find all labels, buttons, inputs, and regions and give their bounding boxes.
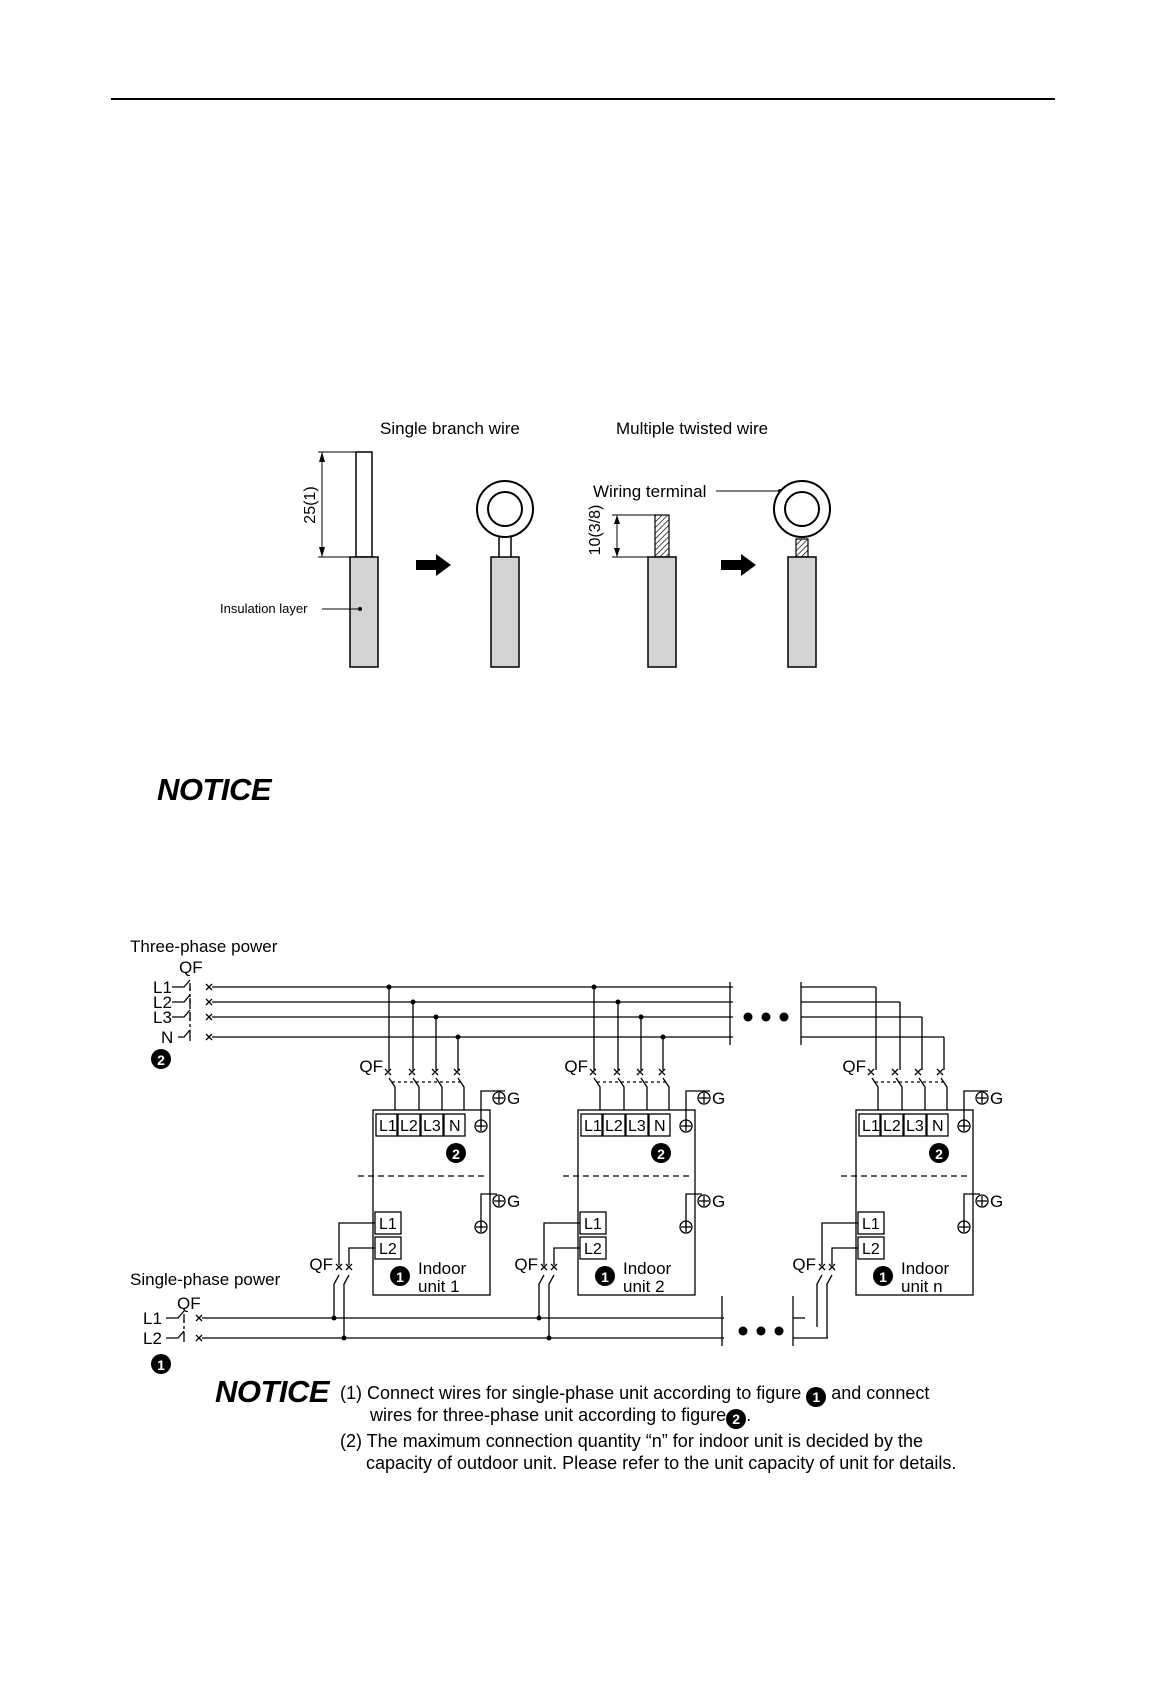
line-label-l3: L3 — [153, 1008, 172, 1027]
ellipsis-dots — [743, 1012, 789, 1022]
unit-2-label: unit 2 — [623, 1277, 665, 1296]
terminal-l3: L3 — [906, 1118, 924, 1135]
insulation-single — [349, 556, 379, 668]
note-2-line-1: (2) The maximum connection quantity “n” … — [340, 1431, 923, 1451]
single-phase-power-label: Single-phase power — [130, 1270, 281, 1289]
multiple-twisted-wire-title: Multiple twisted wire — [616, 419, 768, 438]
terminal-l2: L2 — [400, 1118, 418, 1135]
ground-label: G — [990, 1089, 1003, 1108]
insulation-twisted — [647, 556, 677, 668]
note-1-line-2: wires for three-phase unit according to … — [370, 1405, 752, 1429]
indoor-unit-n: QF G G L1 L2 L3 N L1 L2 2 1 QF Indoor un… — [792, 987, 1003, 1338]
wiring-terminal-label: Wiring terminal — [593, 482, 706, 501]
terminal-l1: L1 — [584, 1118, 602, 1135]
unit-n-single-qf-label: QF — [792, 1255, 816, 1274]
note-1-line-1: (1) Connect wires for single-phase unit … — [340, 1383, 930, 1407]
header-rule — [111, 98, 1055, 100]
line-label-l1: L1 — [153, 978, 172, 997]
terminal-l2: L2 — [584, 1241, 602, 1258]
main-qf-label: QF — [179, 958, 203, 977]
indoor-label: Indoor — [418, 1259, 467, 1278]
single-line-label-l1: L1 — [143, 1309, 162, 1328]
svg-text:2: 2 — [657, 1146, 665, 1162]
insulation-layer-label: Insulation layer — [220, 601, 308, 616]
terminal-n: N — [449, 1118, 461, 1135]
unit-n-label: unit n — [901, 1277, 943, 1296]
line-label-n: N — [161, 1028, 173, 1047]
single-phase-qf-label: QF — [177, 1294, 201, 1313]
single-branch-wire-title: Single branch wire — [380, 419, 520, 438]
terminal-l2: L2 — [605, 1118, 623, 1135]
figure-2-badge — [151, 1049, 171, 1069]
figure-2-badge: 2 — [726, 1409, 747, 1429]
line-label-l2: L2 — [153, 993, 172, 1012]
terminal-n: N — [654, 1118, 666, 1135]
figure-1-badge: 1 — [806, 1387, 827, 1407]
indoor-unit-1: QF G G L1 L2 L3 N L1 L2 2 1 QF Indoor un… — [309, 984, 520, 1341]
terminal-l1: L1 — [379, 1118, 397, 1135]
terminal-l2: L2 — [379, 1241, 397, 1258]
terminal-l2: L2 — [862, 1241, 880, 1258]
unit-1-label: unit 1 — [418, 1277, 460, 1296]
dimension-single-wire: 25(1) — [302, 486, 319, 523]
unit-n-qf-label: QF — [842, 1057, 866, 1076]
ground-label: G — [990, 1192, 1003, 1211]
unit-2-qf-label: QF — [564, 1057, 588, 1076]
figure-1-badge — [151, 1354, 171, 1374]
terminal-n: N — [932, 1118, 944, 1135]
terminal-l2: L2 — [883, 1118, 901, 1135]
terminal-l1: L1 — [862, 1216, 880, 1233]
ground-label: G — [507, 1192, 520, 1211]
power-wiring-diagram: Three-phase power QF L1 L2 L3 N — [130, 937, 1003, 1374]
unit-2-single-qf-label: QF — [514, 1255, 538, 1274]
terminal-l3: L3 — [423, 1118, 441, 1135]
terminal-l1: L1 — [584, 1216, 602, 1233]
terminal-l3: L3 — [628, 1118, 646, 1135]
svg-text:1: 1 — [396, 1269, 404, 1285]
dimension-twisted-wire: 10(3/8) — [587, 505, 604, 556]
ground-label: G — [712, 1192, 725, 1211]
svg-text:1: 1 — [879, 1269, 887, 1285]
unit-1-single-qf-label: QF — [309, 1255, 333, 1274]
svg-text:2: 2 — [452, 1146, 460, 1162]
wire-stripping-figure: Single branch wire Multiple twisted wire… — [220, 419, 831, 668]
ground-label: G — [712, 1089, 725, 1108]
unit-1-qf-label: QF — [359, 1057, 383, 1076]
ring-terminal-single — [476, 480, 534, 668]
svg-text:2: 2 — [157, 1052, 165, 1068]
indoor-label: Indoor — [901, 1259, 950, 1278]
ground-label: G — [507, 1089, 520, 1108]
notes-label: NOTICE — [215, 1374, 330, 1409]
note-2-line-2: capacity of outdoor unit. Please refer t… — [366, 1453, 957, 1473]
svg-text:2: 2 — [935, 1146, 943, 1162]
indoor-unit-2: QF G G L1 L2 L3 N L1 L2 2 1 QF Indoor un… — [514, 984, 725, 1341]
svg-text:1: 1 — [157, 1357, 165, 1373]
arrow-right-icon — [416, 554, 451, 576]
twisted-conductor — [654, 514, 670, 558]
bare-conductor-single — [355, 451, 373, 558]
ring-terminal-twisted — [773, 480, 831, 668]
svg-text:1: 1 — [601, 1269, 609, 1285]
single-line-label-l2: L2 — [143, 1329, 162, 1348]
terminal-l1: L1 — [862, 1118, 880, 1135]
three-phase-power-label: Three-phase power — [130, 937, 278, 956]
arrow-right-icon — [721, 554, 756, 576]
indoor-label: Indoor — [623, 1259, 672, 1278]
notice-heading: NOTICE — [157, 772, 272, 807]
terminal-l1: L1 — [379, 1216, 397, 1233]
